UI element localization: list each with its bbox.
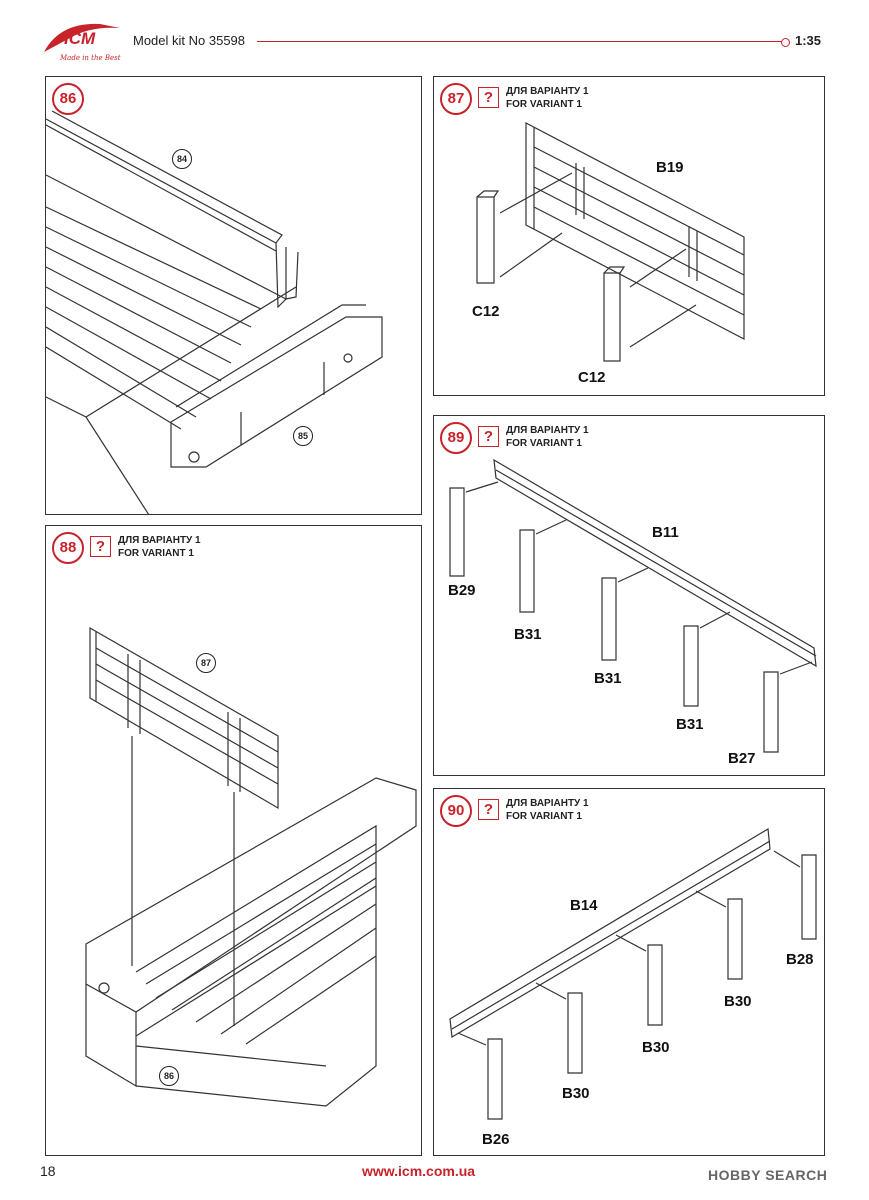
part-label-b31: B31 (594, 670, 622, 687)
header-divider (257, 41, 785, 42)
variant-note: ДЛЯ ВАРІАНТУ 1 FOR VARIANT 1 (506, 424, 589, 450)
step-87-drawing (476, 122, 745, 362)
part-label-b11: B11 (652, 524, 679, 541)
part-label-b19: B19 (656, 159, 684, 176)
step-90-panel: 90 ? ДЛЯ ВАРІАНТУ 1 FOR VARIANT 1 B14 B2… (433, 788, 825, 1156)
step-number: 87 (440, 83, 472, 115)
step-88-drawing (85, 626, 417, 1107)
part-label-b30: B30 (724, 993, 752, 1010)
callout-84: 84 (172, 149, 192, 169)
part-label-b14: B14 (570, 897, 598, 914)
step-90-drawing (449, 828, 817, 1120)
variant-line-en: FOR VARIANT 1 (506, 811, 582, 822)
kit-title: Model kit No 35598 (133, 33, 246, 48)
part-label-b31: B31 (676, 716, 704, 733)
website-link[interactable]: www.icm.com.ua (362, 1163, 476, 1179)
part-label-c12: C12 (578, 369, 606, 386)
step-89-drawing (449, 458, 817, 753)
variant-line-en: FOR VARIANT 1 (506, 438, 582, 449)
step-86-drawing (46, 110, 383, 514)
part-label-b30: B30 (562, 1085, 590, 1102)
logo-graphic: ICM Made in the Best (44, 23, 121, 62)
step-number: 90 (440, 795, 472, 827)
step-86-panel: 86 84 85 (45, 76, 422, 515)
part-label-b29: B29 (448, 582, 476, 599)
variant-note: ДЛЯ ВАРІАНТУ 1 FOR VARIANT 1 (118, 534, 201, 560)
question-icon: ? (478, 426, 499, 447)
page-number: 18 (40, 1163, 56, 1179)
watermark: HOBBY SEARCH (708, 1167, 828, 1183)
variant-line-ua: ДЛЯ ВАРІАНТУ 1 (506, 86, 589, 97)
scale-label: 1:35 (795, 33, 822, 48)
step-number: 89 (440, 422, 472, 454)
question-icon: ? (90, 536, 111, 557)
logo-text: ICM (64, 29, 96, 48)
part-label-b30: B30 (642, 1039, 670, 1056)
question-icon: ? (478, 799, 499, 820)
callout-87: 87 (196, 653, 216, 673)
variant-line-ua: ДЛЯ ВАРІАНТУ 1 (506, 798, 589, 809)
part-label-b31: B31 (514, 626, 542, 643)
part-label-b26: B26 (482, 1131, 510, 1148)
step-89-panel: 89 ? ДЛЯ ВАРІАНТУ 1 FOR VARIANT 1 B11 B2… (433, 415, 825, 776)
variant-line-en: FOR VARIANT 1 (506, 99, 582, 110)
variant-note: ДЛЯ ВАРІАНТУ 1 FOR VARIANT 1 (506, 797, 589, 823)
part-label-b27: B27 (728, 750, 756, 767)
icm-logo: ICM Made in the Best (40, 18, 126, 64)
step-87-panel: 87 ? ДЛЯ ВАРІАНТУ 1 FOR VARIANT 1 B19 C1… (433, 76, 825, 396)
callout-85: 85 (293, 426, 313, 446)
variant-note: ДЛЯ ВАРІАНТУ 1 FOR VARIANT 1 (506, 85, 589, 111)
variant-line-ua: ДЛЯ ВАРІАНТУ 1 (506, 425, 589, 436)
question-icon: ? (478, 87, 499, 108)
variant-line-en: FOR VARIANT 1 (118, 548, 194, 559)
header-divider-end (781, 38, 790, 47)
callout-86: 86 (159, 1066, 179, 1086)
logo-tagline: Made in the Best (59, 54, 121, 62)
part-label-c12: C12 (472, 303, 500, 320)
step-number: 86 (52, 83, 84, 115)
step-number: 88 (52, 532, 84, 564)
part-label-b28: B28 (786, 951, 814, 968)
variant-line-ua: ДЛЯ ВАРІАНТУ 1 (118, 535, 201, 546)
step-88-panel: 88 ? ДЛЯ ВАРІАНТУ 1 FOR VARIANT 1 87 86 (45, 525, 422, 1156)
